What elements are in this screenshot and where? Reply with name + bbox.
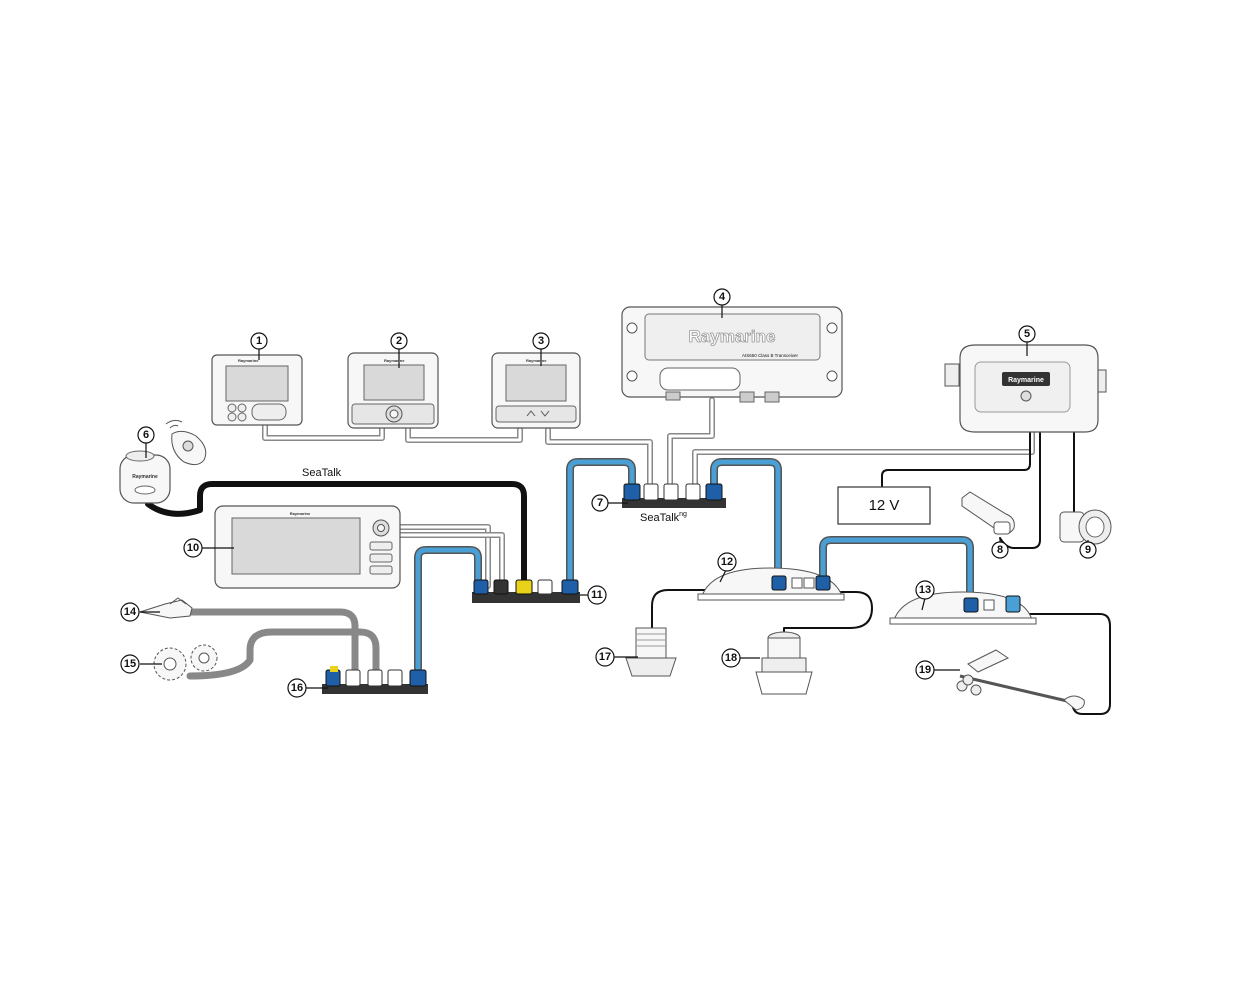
mfd-brand: Raymarine bbox=[290, 511, 311, 516]
callout-11-text: 11 bbox=[591, 589, 603, 601]
callout-5: 5 bbox=[1018, 325, 1036, 343]
callout-8-text: 8 bbox=[997, 544, 1003, 556]
callout-1-text: 1 bbox=[256, 335, 262, 347]
seatalkng-cables-blue bbox=[415, 459, 973, 671]
seatalk-converter-11 bbox=[472, 579, 580, 603]
seatalkng-label: SeaTalkng bbox=[640, 511, 687, 524]
callout-14-text: 14 bbox=[124, 606, 137, 618]
depth-transducer-17 bbox=[625, 627, 677, 677]
callout-19: 19 bbox=[915, 660, 935, 680]
callout-6: 6 bbox=[137, 426, 155, 444]
display-10-cables bbox=[397, 524, 505, 589]
ais-transceiver-4: Raymarine AIS650 Class B Transceiver bbox=[621, 306, 843, 403]
course-computer-5: Raymarine bbox=[944, 344, 1107, 433]
instrument-pod-13 bbox=[889, 591, 1037, 625]
callout-12-text: 12 bbox=[721, 556, 733, 568]
callout-13: 13 bbox=[915, 580, 935, 600]
callout-12: 12 bbox=[717, 552, 737, 572]
callout-4-text: 4 bbox=[719, 291, 726, 303]
wireless-remote-fob bbox=[165, 419, 207, 466]
callout-14: 14 bbox=[120, 602, 140, 622]
callout-10-text: 10 bbox=[187, 542, 199, 554]
wireless-remote-base-6: Raymarine bbox=[119, 450, 171, 504]
display-2-brand: Raymarine bbox=[384, 358, 405, 363]
display-spur-cables-inner bbox=[263, 422, 652, 488]
callout-7: 7 bbox=[591, 494, 609, 512]
display-1-brand: Raymarine bbox=[238, 358, 259, 363]
callout-8: 8 bbox=[991, 541, 1009, 559]
callout-18-text: 18 bbox=[725, 652, 737, 664]
speed-transducer-18 bbox=[755, 631, 813, 695]
cables bbox=[145, 397, 1111, 715]
wind-transducer-19 bbox=[956, 649, 1085, 711]
power-supply-12v: 12 V bbox=[837, 486, 931, 525]
seatalkng-label-main: SeaTalk bbox=[640, 512, 680, 524]
gear-sensor-15 bbox=[153, 644, 218, 681]
callout-6-text: 6 bbox=[143, 429, 149, 441]
callout-16: 16 bbox=[287, 678, 307, 698]
callout-7-text: 7 bbox=[597, 497, 603, 509]
callout-9: 9 bbox=[1079, 541, 1097, 559]
ais-brand: Raymarine bbox=[689, 327, 776, 346]
multifunction-display-10: Raymarine bbox=[214, 505, 401, 589]
callout-19-text: 19 bbox=[919, 664, 931, 676]
instrument-pod-12 bbox=[697, 567, 845, 601]
callout-18: 18 bbox=[721, 648, 741, 668]
seatalkng-backbone-7 bbox=[622, 483, 726, 508]
callout-11: 11 bbox=[587, 585, 607, 605]
callout-4: 4 bbox=[713, 288, 731, 306]
speed-cable bbox=[783, 591, 873, 633]
callout-15: 15 bbox=[120, 654, 140, 674]
callout-1: 1 bbox=[250, 332, 268, 350]
callouts bbox=[140, 305, 1089, 689]
ais-model-label: AIS650 Class B Transceiver bbox=[742, 353, 799, 358]
wind-cable bbox=[1029, 613, 1111, 715]
callout-17: 17 bbox=[595, 647, 615, 667]
callout-9-text: 9 bbox=[1085, 544, 1091, 556]
callout-5-text: 5 bbox=[1024, 328, 1030, 340]
callout-3-text: 3 bbox=[538, 335, 544, 347]
sensor-cables bbox=[186, 608, 380, 680]
callout-3: 3 bbox=[532, 332, 550, 350]
seatalk-cable bbox=[145, 481, 527, 589]
callout-2: 2 bbox=[390, 332, 408, 350]
seatalkng-backbone-16 bbox=[322, 666, 428, 694]
power-label: 12 V bbox=[869, 497, 900, 514]
callout-16-text: 16 bbox=[291, 682, 303, 694]
depth-cable bbox=[651, 589, 713, 629]
rudder-reference-8 bbox=[961, 491, 1015, 535]
sensor-14 bbox=[138, 597, 193, 619]
seatalk-label: SeaTalk bbox=[302, 467, 342, 479]
ais-spur-cables-inner bbox=[668, 398, 1034, 488]
display-3-brand: Raymarine bbox=[526, 358, 547, 363]
autopilot-controller-2: Raymarine bbox=[347, 352, 439, 429]
callout-13-text: 13 bbox=[919, 584, 931, 596]
callout-17-text: 17 bbox=[599, 651, 611, 663]
callout-markers: 1 2 3 4 5 6 7 8 9 10 11 12 13 14 15 16 1… bbox=[120, 288, 1097, 698]
seatalkng-label-sup: ng bbox=[679, 511, 687, 518]
callout-15-text: 15 bbox=[124, 658, 136, 670]
instrument-display-3: Raymarine bbox=[491, 352, 581, 429]
course-computer-brand: Raymarine bbox=[1008, 377, 1044, 384]
instrument-display-1: Raymarine bbox=[211, 354, 303, 426]
callout-10: 10 bbox=[183, 538, 203, 558]
remote-base-brand: Raymarine bbox=[132, 474, 158, 480]
callout-2-text: 2 bbox=[396, 335, 402, 347]
power-cable bbox=[881, 429, 1031, 487]
drive-unit-9 bbox=[1059, 509, 1112, 545]
